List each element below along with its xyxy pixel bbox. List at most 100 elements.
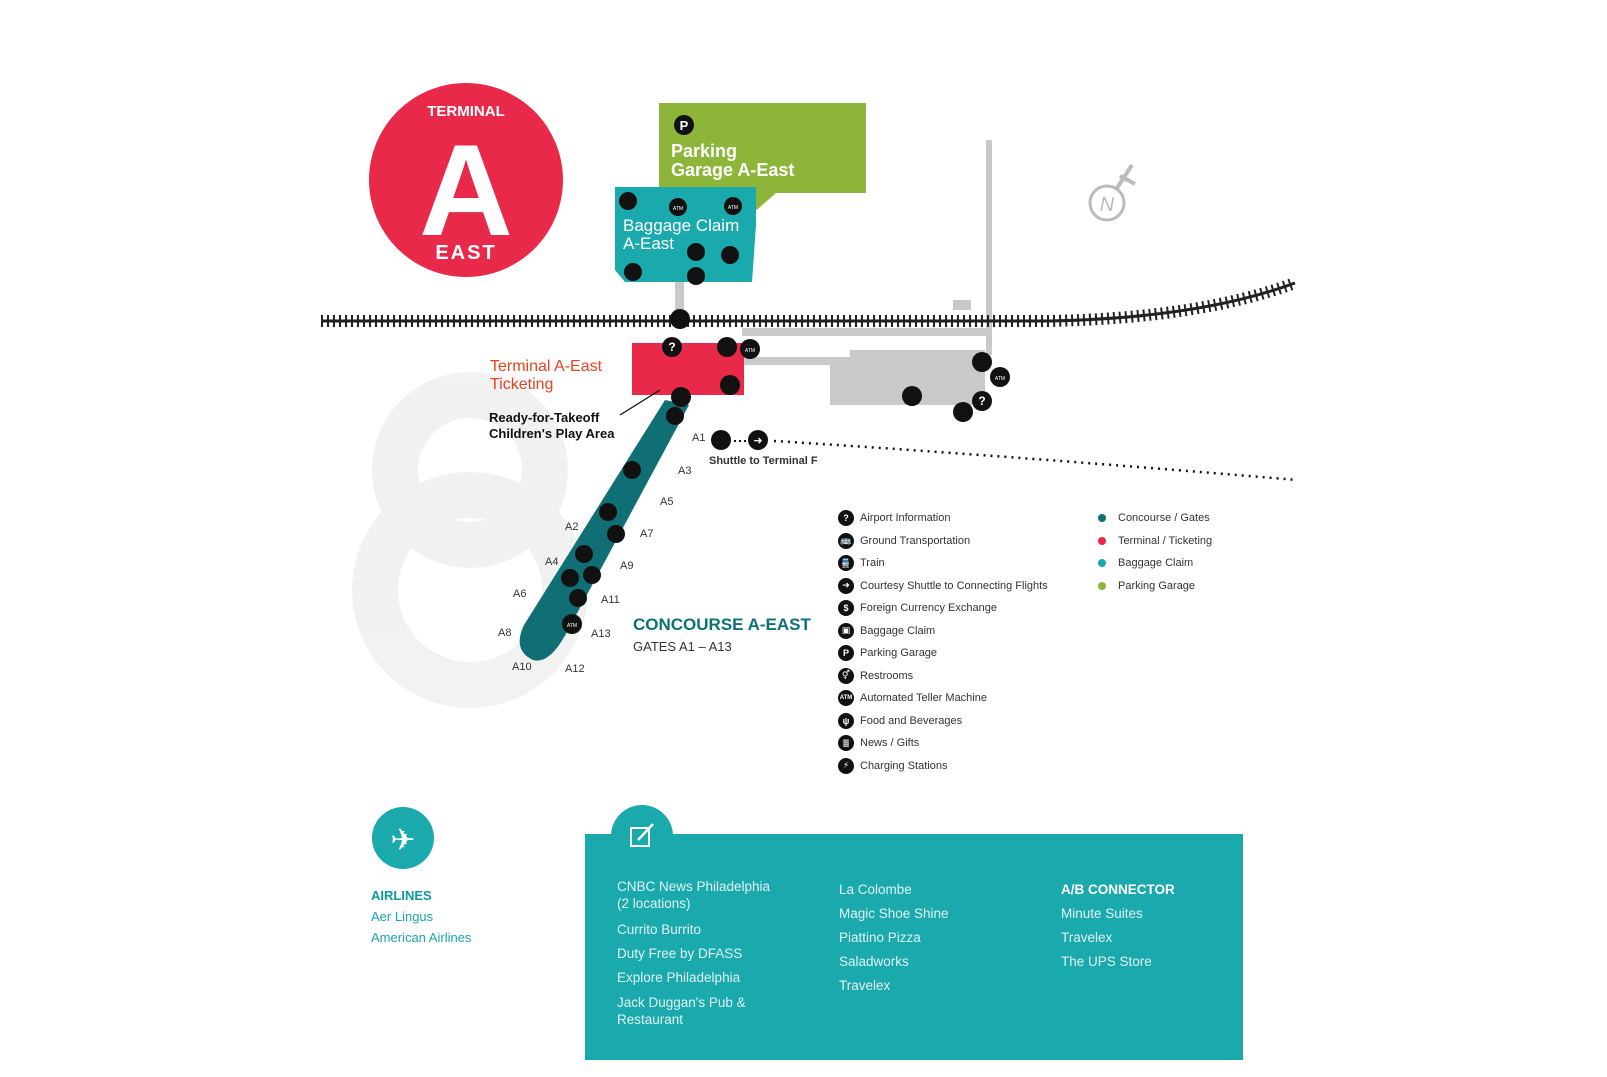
shop-item[interactable]: The UPS Store <box>1061 954 1152 969</box>
ticketing-label-line2: Ticketing <box>490 376 553 393</box>
legend-row: ≣News / Gifts <box>838 732 1048 755</box>
shop-item[interactable]: Travelex <box>1061 930 1113 945</box>
charging-icon <box>561 569 579 587</box>
legend-label: Restrooms <box>860 669 914 682</box>
svg-text:?: ? <box>668 340 675 354</box>
terminal-badge: TERMINAL A EAST <box>369 83 563 277</box>
gate-label: A9 <box>620 560 633 572</box>
parking-label-line1: Parking <box>671 141 737 161</box>
shop-item[interactable]: Currito Burrito <box>617 922 702 937</box>
atm-icon <box>740 339 760 359</box>
walkway-lower <box>742 357 852 365</box>
parking-label-line2: Garage A-East <box>671 160 794 180</box>
restroom-icon <box>624 263 642 281</box>
news-icon <box>569 589 587 607</box>
legend-color-row: Parking Garage <box>1098 575 1212 598</box>
legend-row: $Foreign Currency Exchange <box>838 597 1048 620</box>
charging-icon <box>666 407 684 425</box>
ticketing-area[interactable]: Terminal A-East Ticketing ? ATM <box>490 337 760 395</box>
shop-item[interactable]: Duty Free by DFASS <box>617 946 743 961</box>
badge-bottom-text: EAST <box>435 242 496 264</box>
gate-label: A13 <box>591 628 611 640</box>
ticketing-label-line1: Terminal A-East <box>490 358 603 375</box>
train-station-stub <box>953 300 971 310</box>
baggage-icon <box>687 243 705 261</box>
legend-label: Parking Garage <box>860 647 938 660</box>
shop-item[interactable]: Magic Shoe Shine <box>839 906 949 921</box>
baggage-claim-area[interactable]: Baggage Claim A-East ATM ATM <box>615 187 756 285</box>
concourse-title: CONCOURSE A-EAST <box>633 615 811 634</box>
legend-row: ⚥ Restrooms <box>838 665 1048 688</box>
walkway-to-east <box>742 328 992 336</box>
gate-label: A7 <box>640 528 653 540</box>
news-icon <box>671 387 691 407</box>
shuttle-route[interactable]: ➜ Shuttle to Terminal F <box>709 430 1298 482</box>
compass-north-icon: N <box>1088 163 1136 222</box>
atm-icon <box>724 197 742 215</box>
shop-item[interactable]: Saladworks <box>839 954 909 969</box>
shop-item[interactable]: La Colombe <box>839 882 912 897</box>
legend-label: Charging Stations <box>860 759 948 772</box>
shop-item[interactable]: Travelex <box>839 978 891 993</box>
svg-text:ATM: ATM <box>673 206 683 212</box>
ground-transport-icon <box>687 267 705 285</box>
railway-track <box>321 277 1298 327</box>
shop-item[interactable]: Jack Duggan's Pub & <box>617 995 746 1010</box>
baggage-icon: ▣ <box>838 622 854 639</box>
shop-item[interactable]: Explore Philadelphia <box>617 970 741 985</box>
food-icon <box>583 566 601 584</box>
shop-item[interactable]: Restaurant <box>617 1012 684 1027</box>
legend-row: 🚆 Train <box>838 552 1048 575</box>
food-icon <box>599 503 617 521</box>
plane-icon <box>748 430 768 450</box>
shuttle-bus-icon <box>711 430 731 450</box>
shop-item[interactable]: Minute Suites <box>1061 906 1143 921</box>
legend-label: Baggage Claim <box>1118 557 1194 570</box>
restroom-icon: ⚥ <box>838 667 854 684</box>
connector-walkway-east <box>986 140 992 355</box>
gate-label: A10 <box>512 661 532 673</box>
legend-label: Automated Teller Machine <box>860 692 987 705</box>
concourse-subtitle: GATES A1 – A13 <box>633 639 732 654</box>
food-icon <box>721 246 739 264</box>
legend-label: Food and Beverages <box>860 714 963 727</box>
connector-header: A/B CONNECTOR <box>1061 882 1175 897</box>
legend-row: 🚌Ground Transportation <box>838 530 1048 553</box>
shop-item[interactable]: Piattino Pizza <box>839 930 921 945</box>
gate-label: A8 <box>498 627 511 639</box>
concourse-a-east[interactable]: ATM <box>519 387 691 661</box>
svg-text:ATM: ATM <box>995 376 1005 382</box>
legend-label: Courtesy Shuttle to Connecting Flights <box>860 579 1048 592</box>
legend-label: Airport Information <box>860 512 951 525</box>
airline-link[interactable]: American Airlines <box>371 930 472 945</box>
legend-row: ?Airport Information <box>838 507 1048 530</box>
airport-info-icon <box>662 337 682 357</box>
svg-text:➜: ➜ <box>753 435 762 447</box>
news-icon <box>953 402 973 422</box>
gate-label: A4 <box>545 556 558 568</box>
airlines-title: AIRLINES <box>371 888 432 903</box>
legend-label: Foreign Currency Exchange <box>860 602 997 615</box>
legend-label: Baggage Claim <box>860 624 936 637</box>
baggage-label-line1: Baggage Claim <box>623 216 739 235</box>
foreign-currency-icon <box>619 192 637 210</box>
ground-transport-icon: 🚌 <box>838 532 854 549</box>
food-icon: ψ <box>838 712 854 729</box>
baggage-label-line2: A-East <box>623 234 674 253</box>
legend-label: Train <box>860 557 885 570</box>
gate-label: A2 <box>565 521 578 533</box>
shop-item[interactable]: CNBC News Philadelphia <box>617 879 771 894</box>
shops-column-3: A/B CONNECTOR Minute Suites Travelex The… <box>1061 878 1175 974</box>
foreign-currency-icon <box>902 386 922 406</box>
legend-row: ➜Courtesy Shuttle to Connecting Flights <box>838 575 1048 598</box>
svg-text:ATM: ATM <box>567 623 577 629</box>
legend-color-row: Baggage Claim <box>1098 552 1212 575</box>
shop-item[interactable]: (2 locations) <box>617 896 691 911</box>
gate-label: A6 <box>513 588 526 600</box>
train-icon: 🚆 <box>838 555 854 572</box>
airline-link[interactable]: Aer Lingus <box>371 909 434 924</box>
legend-row: ▣ Baggage Claim <box>838 620 1048 643</box>
